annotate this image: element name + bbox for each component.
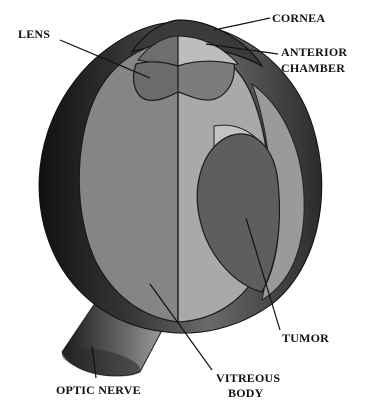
lens <box>134 61 235 100</box>
leader-cornea <box>214 18 270 30</box>
label-lens: LENS <box>18 27 50 41</box>
label-body: BODY <box>228 386 264 400</box>
label-vitreous: VITREOUS <box>216 371 280 385</box>
label-tumor: TUMOR <box>282 331 329 345</box>
label-optic-nerve: OPTIC NERVE <box>56 383 141 397</box>
label-chamber: CHAMBER <box>281 61 345 75</box>
label-cornea: CORNEA <box>272 11 325 25</box>
label-anterior: ANTERIOR <box>281 45 347 59</box>
